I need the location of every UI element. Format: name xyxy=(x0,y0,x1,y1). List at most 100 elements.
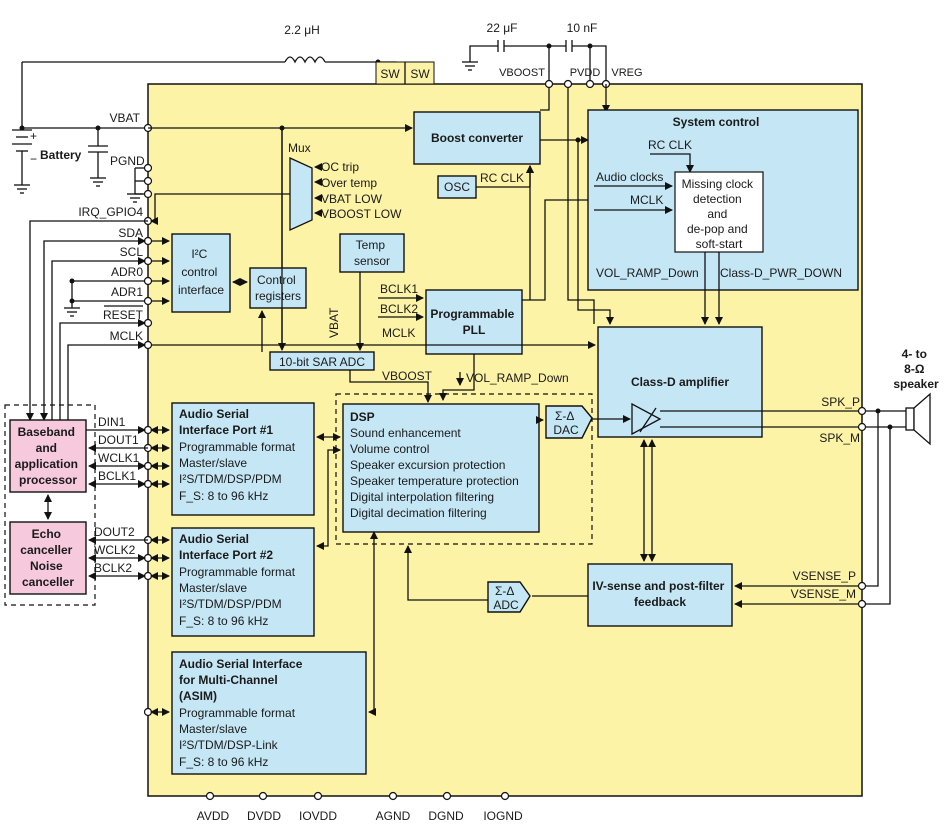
classd-label: Class-D amplifier xyxy=(631,375,729,389)
pin-spk-p: SPK_P xyxy=(821,395,860,409)
sar-adc-label: 10-bit SAR ADC xyxy=(279,355,365,369)
sysctrl-rc-clk: RC CLK xyxy=(648,138,692,152)
dsp xyxy=(342,403,540,533)
battery-plus: + xyxy=(30,129,37,143)
pin-iovdd: IOVDD xyxy=(299,809,337,823)
sigma-delta-dac xyxy=(545,405,593,439)
speaker-label: 4- to 8-Ω speaker xyxy=(893,347,939,391)
sigma-delta-adc xyxy=(487,581,531,613)
i2c-label: I²C control interface xyxy=(178,247,224,297)
pll-label: Programmable PLL xyxy=(430,307,517,337)
pin-wclk2: WCLK2 xyxy=(94,543,136,557)
sysctrl-mclk: MCLK xyxy=(630,193,663,207)
asim-title: Audio Serial Interface for Multi-Channel… xyxy=(179,657,306,703)
signal-vbat: VBAT xyxy=(327,307,341,338)
pin-wclk1: WCLK1 xyxy=(98,451,140,465)
cap-boost-label: 22 μF xyxy=(487,21,518,35)
amplifier-icon xyxy=(631,402,662,436)
mux-input-oc-trip: OC trip xyxy=(321,160,359,174)
asi-port-1 xyxy=(171,402,315,516)
mux-input-vboost-low: VBOOST LOW xyxy=(321,207,402,221)
echo-canceller xyxy=(9,521,87,595)
programmable-pll xyxy=(425,289,523,355)
echo-label: Echo canceller Noise canceller xyxy=(20,527,75,589)
cap-boost: 22 μF xyxy=(462,21,566,71)
pin-reset: RESET xyxy=(103,308,144,322)
pin-pgnd: PGND xyxy=(110,154,145,168)
bottom-pins xyxy=(205,791,510,801)
pin-bclk2: BCLK2 xyxy=(94,561,132,575)
pin-dout1: DOUT1 xyxy=(98,433,139,447)
mux-input-vbat-low: VBAT LOW xyxy=(321,192,383,206)
pin-iognd: IOGND xyxy=(483,809,523,823)
missing-clock-detection xyxy=(674,171,764,253)
asi2-title: Audio Serial Interface Port #2 xyxy=(179,532,273,562)
pin-adr0: ADR0 xyxy=(111,265,143,279)
mux: Mux OC trip Over temp VBAT LOW VBOOST LO… xyxy=(288,141,402,232)
mux-title: Mux xyxy=(288,141,311,155)
pin-dout2: DOUT2 xyxy=(94,525,135,539)
pin-vreg: VREG xyxy=(611,67,642,79)
osc-rc-clk: RC CLK xyxy=(480,171,524,185)
pin-avdd: AVDD xyxy=(197,809,230,823)
pin-sw-2: SW xyxy=(410,67,430,81)
inductor: 2.2 μH xyxy=(22,23,397,84)
temp-sensor xyxy=(339,233,405,273)
adc-label: Σ-Δ ADC xyxy=(493,584,519,612)
dsp-features: Sound enhancement Volume control Speaker… xyxy=(350,426,522,520)
pin-vbat: VBAT xyxy=(110,111,141,125)
asi-port-2 xyxy=(171,527,315,637)
boost-converter xyxy=(413,111,541,165)
signal-bclk2: BCLK2 xyxy=(380,302,418,316)
pin-spk-m: SPK_M xyxy=(819,431,860,445)
battery-minus: − xyxy=(30,152,37,166)
baseband-processor xyxy=(9,419,87,493)
signal-vol-ramp-down: VOL_RAMP_Down xyxy=(466,371,569,385)
missing-clock-label: Missing clock detection and de-pop and s… xyxy=(682,177,757,251)
pin-pvdd: PVDD xyxy=(570,67,601,79)
pin-din1: DIN1 xyxy=(98,415,126,429)
mux-input-over-temp: Over temp xyxy=(321,176,377,190)
asim-lines: Programmable format Master/slave I²S/TDM… xyxy=(179,706,298,769)
cap-pvdd-label: 10 nF xyxy=(567,21,598,35)
pin-scl: SCL xyxy=(120,245,144,259)
pin-vsense-p: VSENSE_P xyxy=(793,569,856,583)
dac-label: Σ-Δ DAC xyxy=(553,409,579,437)
control-registers xyxy=(249,267,307,309)
asi1-lines: Programmable format Master/slave I²S/TDM… xyxy=(179,440,298,503)
pin-dvdd: DVDD xyxy=(247,809,281,823)
pin-agnd: AGND xyxy=(376,809,411,823)
baseband-label: Baseband and application processor xyxy=(15,425,82,487)
sar-adc xyxy=(269,351,375,371)
iv-sense xyxy=(587,563,733,627)
sysctrl-vol-ramp: VOL_RAMP_Down xyxy=(596,266,699,280)
inductor-label: 2.2 μH xyxy=(284,23,320,37)
pin-bclk1: BCLK1 xyxy=(98,469,136,483)
sysctrl-audio-clocks: Audio clocks xyxy=(596,170,663,184)
i2c-interface xyxy=(171,233,231,313)
pin-dgnd: DGND xyxy=(428,809,464,823)
pin-sda: SDA xyxy=(118,226,143,240)
temp-label: Temp sensor xyxy=(354,238,390,268)
signal-bclk1: BCLK1 xyxy=(380,282,418,296)
speaker-icon xyxy=(905,392,931,446)
battery: + − Battery xyxy=(12,62,82,194)
boost-label: Boost converter xyxy=(431,131,523,145)
dsp-title: DSP xyxy=(350,410,375,424)
sysctrl-title: System control xyxy=(673,115,760,129)
asim xyxy=(171,651,367,775)
ivsense-label: IV-sense and post-filter feedback xyxy=(592,579,727,609)
pin-irq-gpio4: IRQ_GPIO4 xyxy=(78,205,143,219)
pin-sw-1: SW xyxy=(380,67,400,81)
dsp-region xyxy=(335,393,593,545)
asi1-title: Audio Serial Interface Port #1 xyxy=(179,407,273,437)
osc-label: OSC xyxy=(444,180,470,194)
battery-label: Battery xyxy=(40,148,82,162)
signal-vboost: VBOOST xyxy=(382,369,433,383)
pin-adr1: ADR1 xyxy=(111,285,143,299)
signal-mclk: MCLK xyxy=(382,326,415,340)
asi2-lines: Programmable format Master/slave I²S/TDM… xyxy=(179,565,298,628)
pin-vsense-m: VSENSE_M xyxy=(791,587,856,601)
pin-vboost: VBOOST xyxy=(499,67,545,79)
